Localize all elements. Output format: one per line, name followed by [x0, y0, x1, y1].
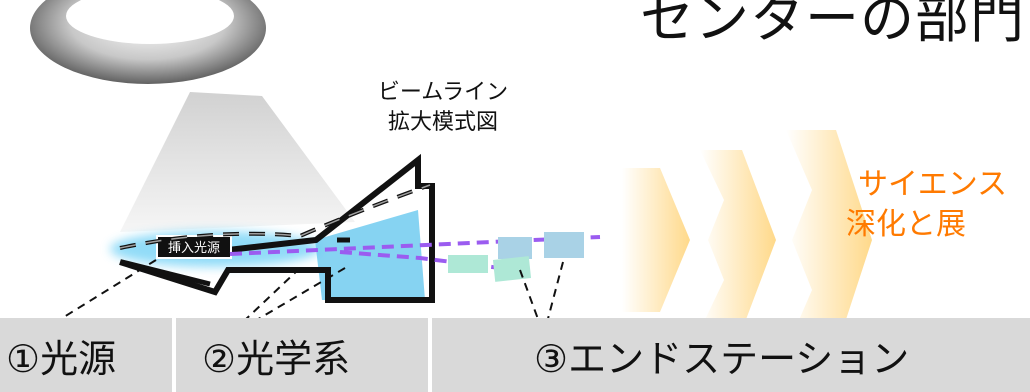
section-end-station: ③エンドステーション [432, 318, 1030, 392]
section-light-source-label: ①光源 [6, 336, 117, 381]
progress-arrows [622, 130, 872, 350]
beamline-label-line1: ビームライン [377, 80, 509, 105]
end-station-blocks [448, 232, 584, 282]
beamline-label-line2: 拡大模式図 [387, 110, 498, 135]
section-optics-label: ②光学系 [202, 336, 351, 381]
beamline-label: ビームライン 拡大模式図 [368, 78, 518, 138]
storage-ring [30, 0, 266, 84]
magnification-cone [120, 92, 355, 232]
science-text: サイエンス 深化と展 [846, 165, 1008, 245]
page-title: センターの部門 [640, 0, 1025, 50]
beam-path [229, 235, 601, 256]
insertion-source [156, 235, 232, 259]
section-end-station-label: ③エンドステーション [534, 336, 910, 381]
science-text-line2: 深化と展 [846, 207, 966, 242]
section-optics: ②光学系 [176, 318, 428, 392]
insertion-source-label: 挿入光源 [168, 241, 220, 256]
section-light-source: ①光源 [0, 318, 172, 392]
science-text-line1: サイエンス [858, 167, 1008, 202]
